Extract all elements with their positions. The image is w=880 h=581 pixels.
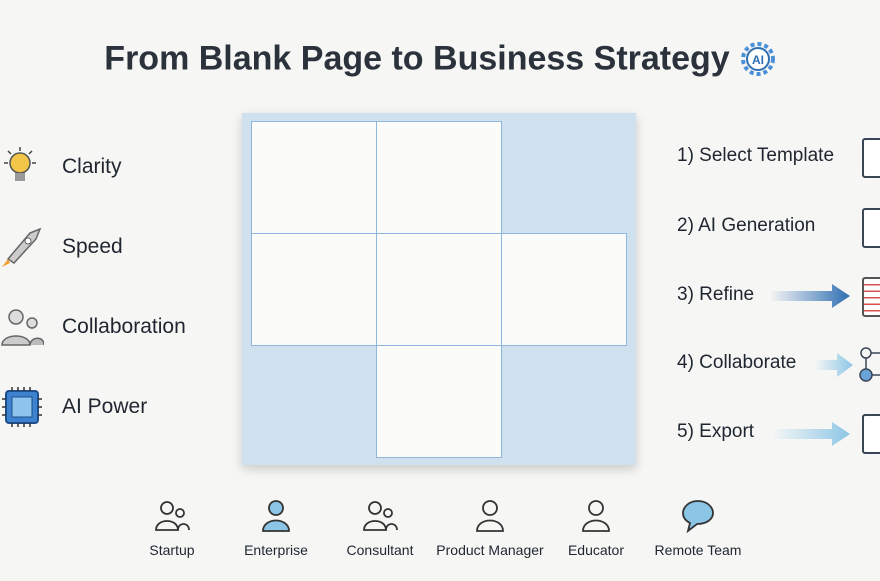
feature-clarity: Clarity (0, 145, 122, 189)
arrow-icon (815, 353, 853, 377)
persona-startup: Startup (107, 498, 237, 558)
svg-text:AI: AI (752, 53, 764, 67)
arrow-icon (772, 422, 850, 446)
chat-bubble-icon (682, 500, 714, 534)
step-collaborate: 4) Collaborate (677, 352, 797, 373)
step-refine: 3) Refine (677, 284, 755, 305)
step-export: 5) Export (677, 421, 755, 442)
document-icon (862, 414, 880, 454)
network-icon (859, 347, 880, 382)
users-icon (363, 501, 398, 531)
grid-cell[interactable] (502, 234, 626, 345)
persona-enterprise: Enterprise (211, 498, 341, 558)
users-icon (1, 309, 44, 346)
persona-product-manager: Product Manager (425, 498, 555, 558)
grid-cell[interactable] (377, 346, 501, 457)
step-ai-generation: 2) AI Generation (677, 215, 816, 236)
arrow-icon (770, 284, 850, 308)
grid-cell[interactable] (377, 234, 501, 345)
user-icon (476, 500, 504, 532)
feature-ai-power: AI Power (0, 385, 147, 429)
grid-cell[interactable] (252, 122, 376, 233)
user-icon (262, 500, 290, 532)
document-icon (862, 277, 880, 317)
persona-remote-team: Remote Team (633, 498, 763, 558)
document-icon (862, 138, 880, 178)
users-icon (155, 501, 190, 531)
user-icon (582, 500, 610, 532)
step-select-template: 1) Select Template (677, 145, 835, 166)
persona-consultant: Consultant (315, 498, 445, 558)
lightbulb-icon (4, 147, 36, 181)
feature-collaboration: Collaboration (0, 305, 186, 349)
ai-gear-icon: AI (740, 42, 775, 77)
document-icon (862, 208, 880, 248)
grid-cell[interactable] (252, 234, 376, 345)
grid-cell[interactable] (377, 122, 501, 233)
rocket-icon (2, 227, 42, 267)
persona-educator: Educator (531, 498, 661, 558)
feature-speed: Speed (0, 225, 123, 269)
strategy-canvas-grid (242, 113, 636, 465)
chip-icon (2, 387, 42, 427)
